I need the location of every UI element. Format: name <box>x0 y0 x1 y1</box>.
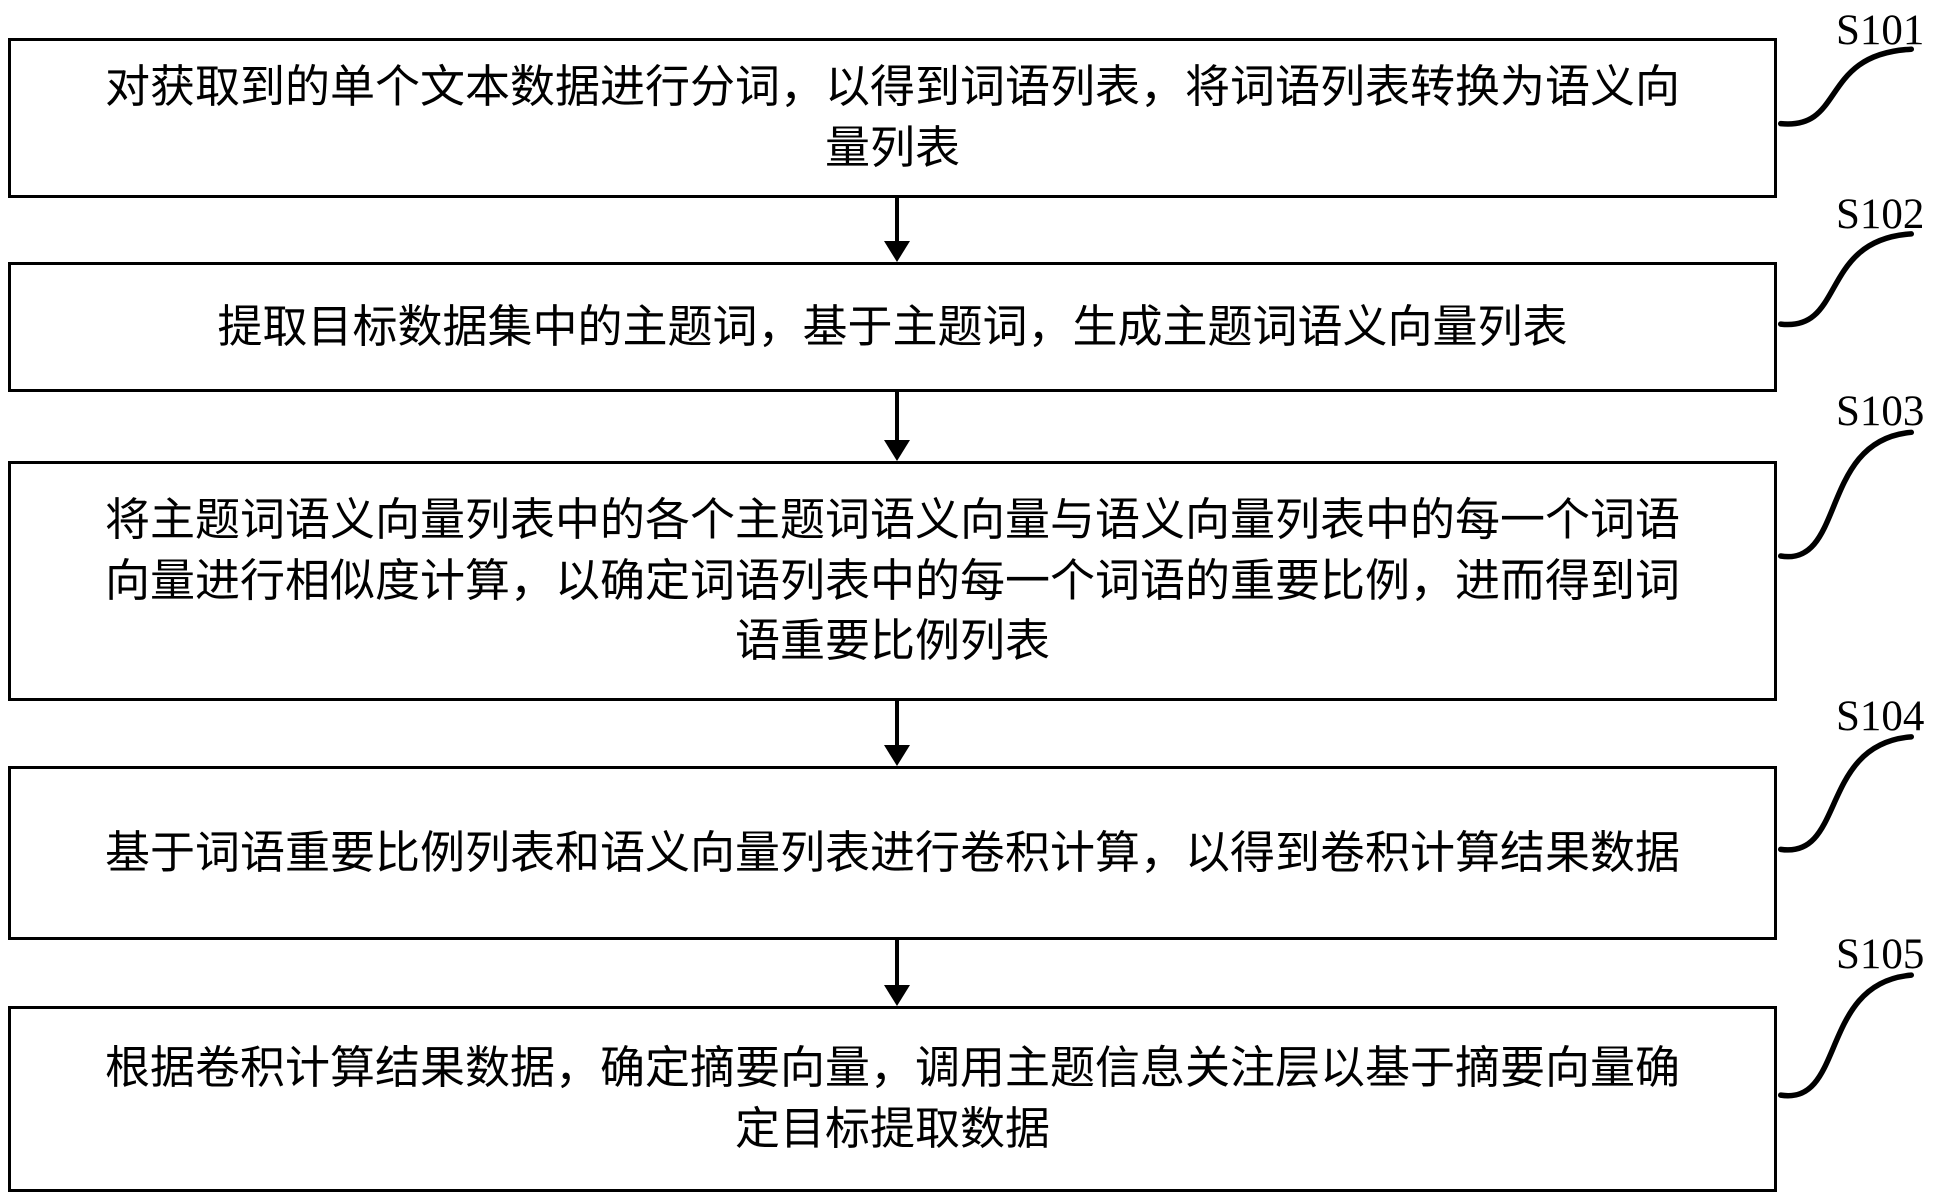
arrow-head-icon <box>884 745 910 766</box>
step-label-s103: S103 <box>1836 388 1925 435</box>
step-text-s103: 将主题词语义向量列表中的各个主题词语义向量与语义向量列表中的每一个词语向量进行相… <box>104 494 1680 667</box>
step-box-s103: 将主题词语义向量列表中的各个主题词语义向量与语义向量列表中的每一个词语向量进行相… <box>8 461 1777 701</box>
step-text-s104: 基于词语重要比例列表和语义向量列表进行卷积计算，以得到卷积计算结果数据 <box>104 827 1680 878</box>
step-text-s101: 对获取到的单个文本数据进行分词，以得到词语列表，将词语列表转换为语义向量列表 <box>104 62 1680 173</box>
arrow-stem <box>895 701 899 748</box>
step-box-s104: 基于词语重要比例列表和语义向量列表进行卷积计算，以得到卷积计算结果数据 <box>8 766 1777 940</box>
step-text-s105: 根据卷积计算结果数据，确定摘要向量，调用主题信息关注层以基于摘要向量确定目标提取… <box>104 1043 1680 1154</box>
connector-curve-s102 <box>1778 230 1914 327</box>
connector-curve-s105 <box>1778 970 1914 1099</box>
step-box-s101: 对获取到的单个文本数据进行分词，以得到词语列表，将词语列表转换为语义向量列表 <box>8 38 1777 198</box>
step-box-s102: 提取目标数据集中的主题词，基于主题词，生成主题词语义向量列表 <box>8 262 1777 392</box>
connector-curve-s104 <box>1778 732 1914 853</box>
step-label-s101: S101 <box>1836 7 1925 54</box>
flow-arrow-4 <box>884 940 910 1006</box>
arrow-head-icon <box>884 985 910 1006</box>
flow-arrow-1 <box>884 198 910 262</box>
step-box-s105: 根据卷积计算结果数据，确定摘要向量，调用主题信息关注层以基于摘要向量确定目标提取… <box>8 1006 1777 1192</box>
arrow-stem <box>895 392 899 443</box>
step-text-s102: 提取目标数据集中的主题词，基于主题词，生成主题词语义向量列表 <box>217 301 1568 352</box>
arrow-head-icon <box>884 241 910 262</box>
connector-curve-s103 <box>1778 427 1914 560</box>
flow-arrow-2 <box>884 392 910 461</box>
step-label-s105: S105 <box>1836 931 1925 978</box>
arrow-head-icon <box>884 440 910 461</box>
arrow-stem <box>895 198 899 244</box>
arrow-stem <box>895 940 899 988</box>
step-label-s102: S102 <box>1836 191 1925 238</box>
step-label-s104: S104 <box>1836 693 1925 740</box>
connector-curve-s101 <box>1778 46 1914 126</box>
flow-arrow-3 <box>884 701 910 766</box>
